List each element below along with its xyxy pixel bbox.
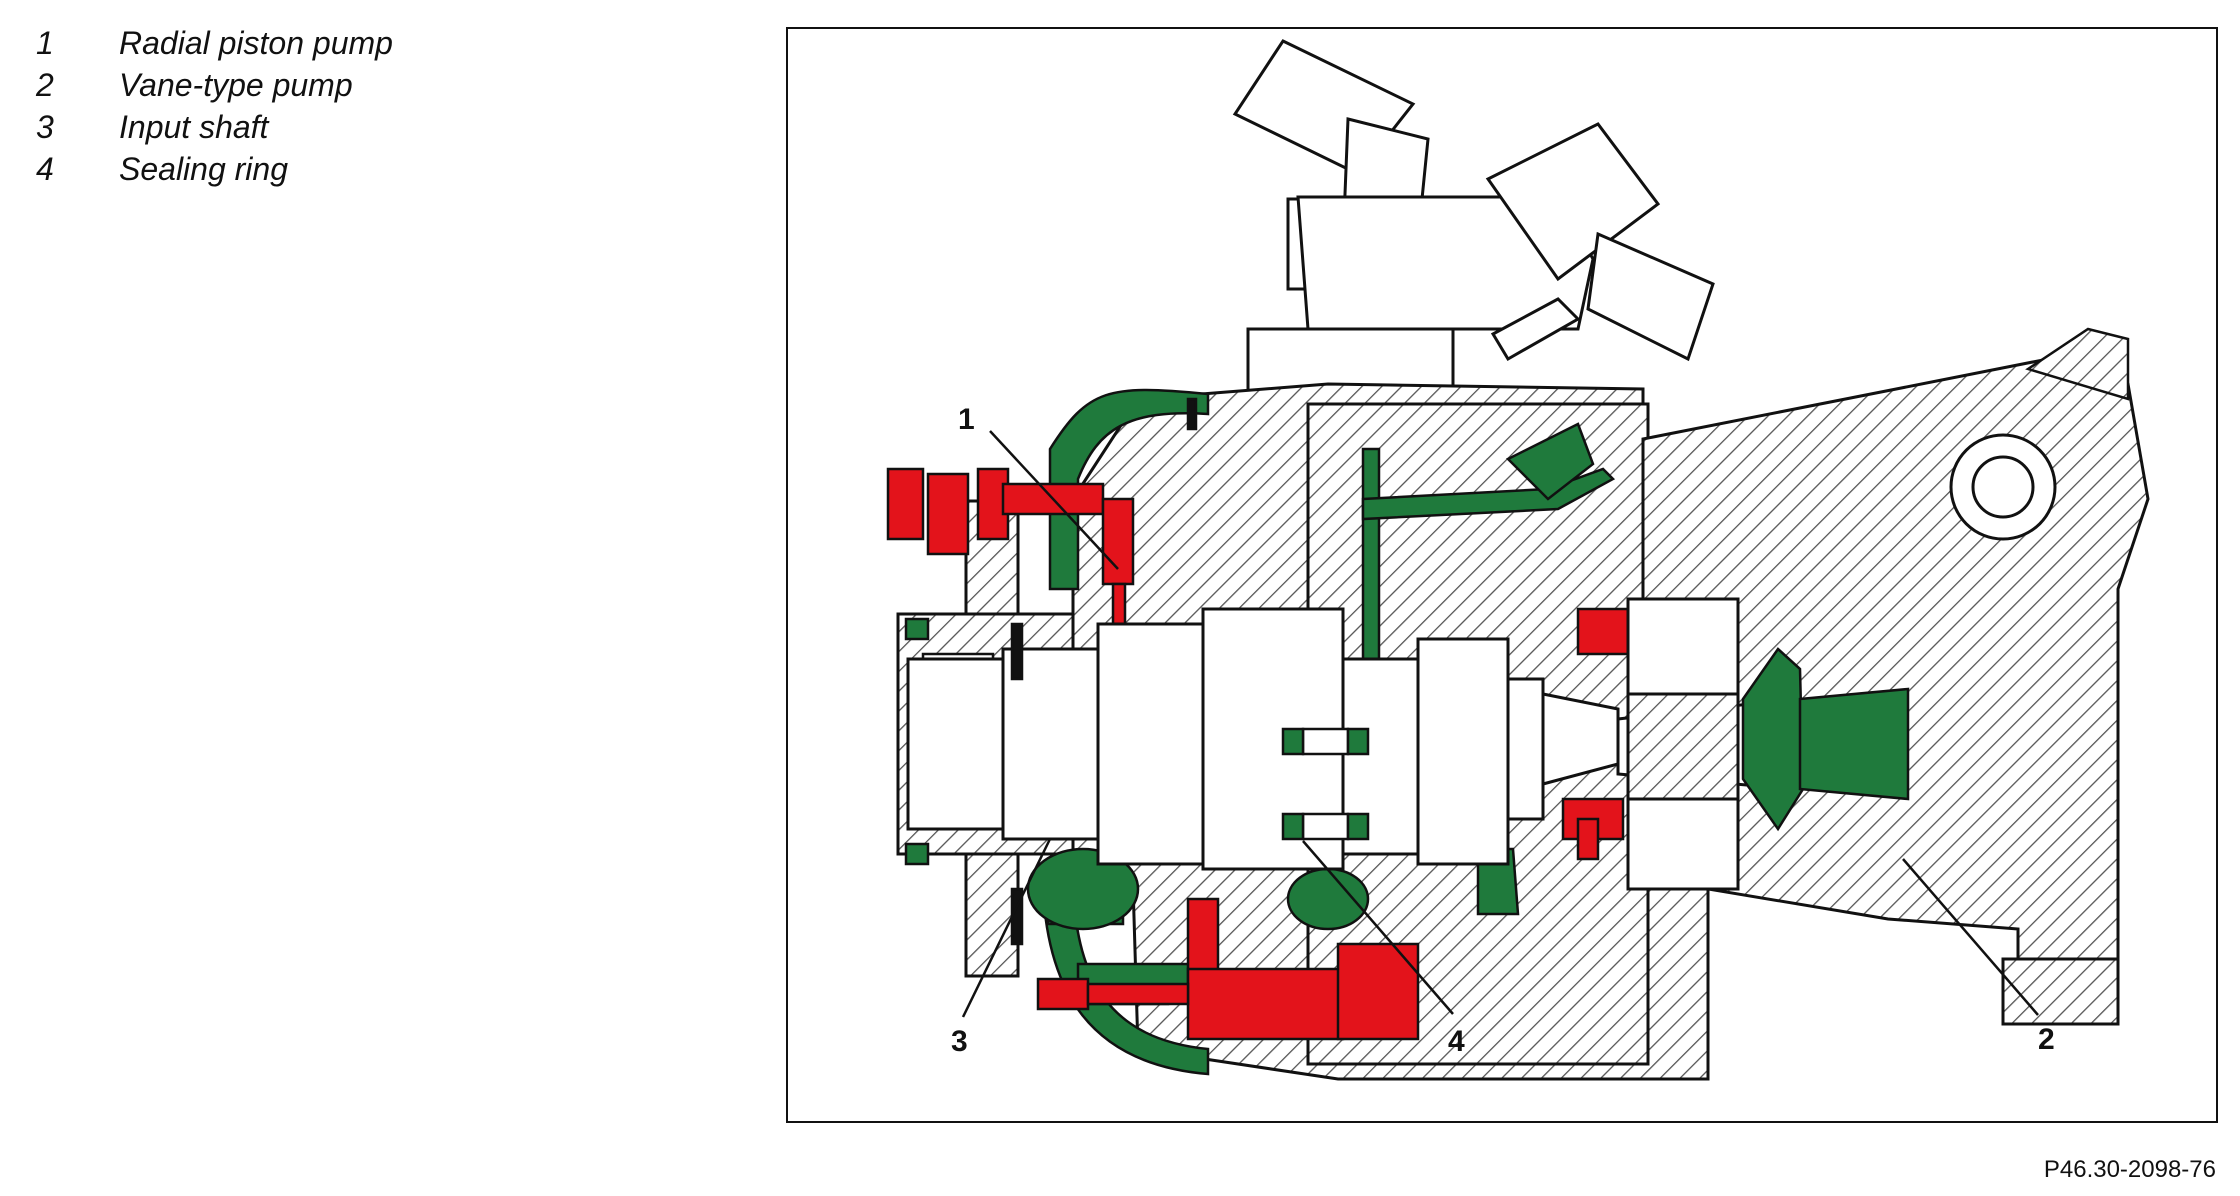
legend-number: 3 xyxy=(36,109,54,145)
legend-number: 1 xyxy=(36,25,54,61)
figure-code: P46.30-2098-76 xyxy=(2043,1156,2216,1183)
leader-lines xyxy=(961,430,2039,1018)
sealing-rings xyxy=(1010,397,1370,946)
legend-label: Vane-type pump xyxy=(119,67,353,103)
outlet-hose-fitting xyxy=(1246,122,1715,441)
legend-number: 4 xyxy=(36,151,54,187)
pressure-parts xyxy=(886,467,1740,1041)
pump-cross-section-drawing: 1 2 3 4 xyxy=(886,39,2150,1081)
legend-label: Radial piston pump xyxy=(119,25,393,61)
legend-label: Input shaft xyxy=(119,109,269,145)
callout-4: 4 xyxy=(1448,1025,1465,1058)
pump-cross-section-figure: 1 2 3 4 xyxy=(786,27,2218,1123)
banjo-fitting xyxy=(1949,433,2057,541)
callout-3: 3 xyxy=(951,1025,968,1058)
callout-2: 2 xyxy=(2038,1023,2055,1056)
legend-number: 2 xyxy=(36,67,54,103)
vane-pump-rotor xyxy=(1626,597,1910,891)
callout-1: 1 xyxy=(958,403,975,436)
legend-label: Sealing ring xyxy=(119,151,288,187)
